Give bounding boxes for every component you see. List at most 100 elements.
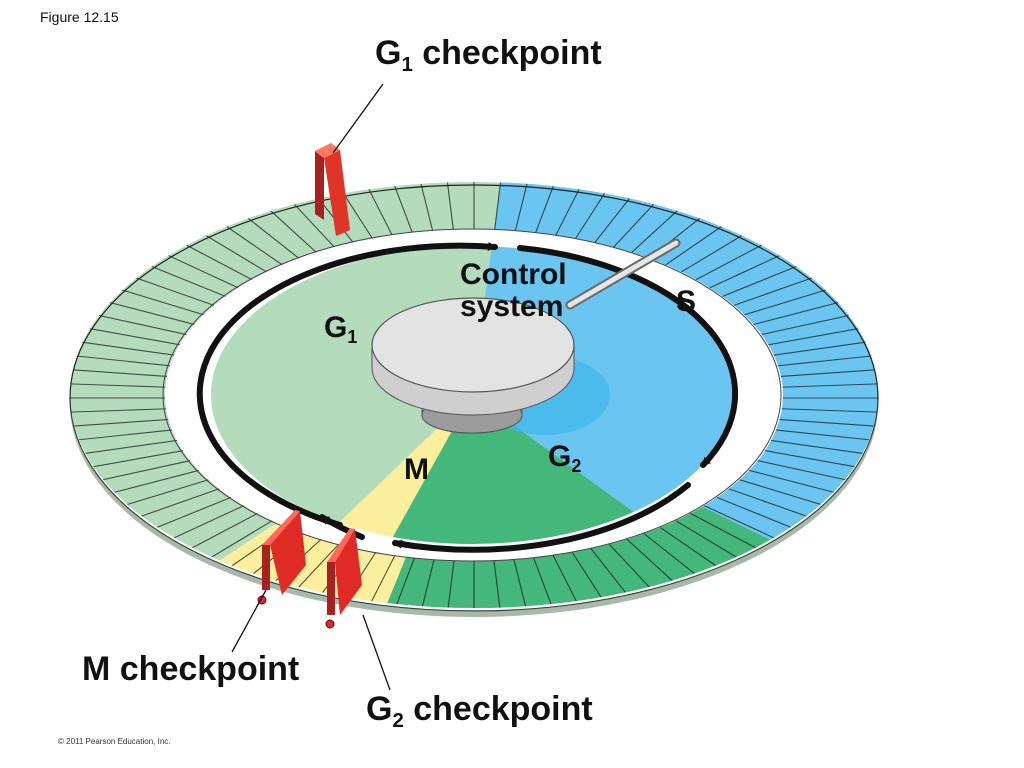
ring-segment-divider — [77, 438, 185, 455]
ring-segment-divider — [118, 288, 215, 319]
ring-segment-divider — [419, 556, 436, 608]
ring-segment-divider — [95, 314, 197, 338]
cycle-arrows — [196, 241, 739, 553]
ring-segment-divider — [132, 276, 225, 310]
ring-segment-divider — [85, 327, 190, 348]
ring-segment-divider — [758, 327, 863, 348]
ring-segment-divider — [531, 554, 555, 608]
ring-segment-divider — [751, 314, 853, 338]
control-system-knob — [371, 238, 681, 434]
ring-segment-divider — [165, 503, 249, 543]
ring-segment-divider — [711, 264, 800, 302]
ring-segment-divider — [70, 407, 175, 413]
ring-segment-divider — [569, 191, 607, 247]
ring-segment-divider — [106, 301, 206, 328]
ring-segment-divider — [85, 448, 190, 469]
ring-segment-divider — [773, 383, 878, 389]
ring-segment-divider — [183, 510, 263, 553]
ring-segment-divider — [623, 208, 680, 260]
ring-segment-divider — [292, 541, 342, 594]
ring-segment-divider — [292, 202, 342, 255]
ring-segment-divider — [699, 253, 783, 293]
m-checkpoint-gate — [257, 510, 306, 605]
ring-segment-divider — [203, 233, 277, 279]
ring-segment-divider — [569, 549, 607, 605]
ring-segment-divider — [493, 182, 502, 239]
ring-segment-divider — [446, 182, 455, 239]
ring-segment-divider — [588, 545, 632, 600]
ring-segment-divider — [70, 383, 175, 389]
g1-checkpoint-leader — [332, 83, 384, 154]
control-system-label: Control system — [460, 258, 567, 323]
phase-g2-label: G2 — [548, 440, 582, 477]
m-checkpoint-label: M checkpoint — [82, 650, 300, 688]
arrow-g2 — [392, 482, 691, 553]
ring-segment-divider — [203, 517, 277, 563]
ring-segment-divider — [685, 510, 765, 553]
ring-segment-divider — [773, 407, 878, 413]
ring-segment-divider — [106, 468, 206, 495]
ring-segment-divider — [606, 202, 656, 255]
ring-segment-divider — [656, 524, 724, 572]
ring-segment-divider — [723, 486, 816, 520]
phase-g1-label: G1 — [324, 311, 358, 348]
ring-segment-divider — [751, 458, 853, 482]
ring-segment-divider — [742, 301, 842, 328]
ring-segment-divider — [268, 208, 325, 260]
phase-s-label: S — [676, 285, 697, 318]
m-checkpoint-leader — [231, 589, 267, 653]
ring-segment-divider — [245, 216, 308, 266]
ring-segment-divider — [623, 536, 680, 588]
ring-segment-divider — [640, 530, 703, 580]
g2-checkpoint-leader — [362, 614, 391, 691]
ring-segment-divider — [771, 368, 878, 378]
ring-segment-divider — [671, 517, 745, 563]
g1-checkpoint-label: G1 checkpoint — [375, 34, 602, 77]
ring-segment-divider — [132, 486, 225, 520]
ring-segment-divider — [393, 184, 417, 242]
ring-segment-divider — [551, 187, 581, 244]
ring-segment-divider — [512, 556, 529, 608]
arrow-m — [319, 514, 365, 540]
ring-segment-divider — [512, 182, 529, 240]
g2-checkpoint-label: G2 checkpoint — [366, 690, 593, 733]
ring-segment-divider — [671, 233, 745, 279]
ring-segment-divider — [699, 503, 783, 543]
ring-segment-divider — [606, 541, 656, 594]
ring-segment-divider — [165, 253, 249, 293]
ring-segment-divider — [70, 368, 177, 378]
ring-segment-divider — [446, 557, 455, 608]
ring-segment-divider — [733, 477, 830, 508]
ring-segment-divider — [588, 196, 632, 251]
sector-m — [300, 395, 472, 545]
ring-segment-divider — [393, 554, 417, 608]
ring-segment-divider — [771, 418, 878, 428]
ring-segment-divider — [763, 341, 871, 358]
ring-segment-divider — [95, 458, 197, 482]
ring-segment-divider — [419, 182, 436, 240]
ring-segment-divider — [367, 552, 397, 608]
ring-segment-divider — [733, 288, 830, 319]
ring-segment-divider — [742, 468, 842, 495]
arrow-s — [517, 245, 739, 468]
inner-ring-edge — [162, 228, 782, 562]
ring-segment-divider — [224, 224, 292, 272]
ring-segment-divider — [71, 428, 180, 442]
ring-segment-divider — [148, 264, 237, 302]
phase-m-label: M — [404, 453, 429, 486]
arrow-g1 — [196, 241, 498, 528]
g1-checkpoint-gate — [315, 143, 350, 236]
copyright-notice: © 2011 Pearson Education, Inc. — [58, 737, 171, 746]
ring-segment-divider — [493, 557, 502, 608]
ring-segment-divider — [367, 187, 397, 244]
ring-segment-divider — [723, 276, 816, 310]
ring-segment-divider — [656, 224, 724, 272]
ring-segment-divider — [763, 438, 871, 455]
g2-checkpoint-gate — [325, 528, 362, 629]
ring-segment-divider — [70, 418, 177, 428]
ring-segment-divider — [341, 191, 379, 247]
figure-label: Figure 12.15 — [40, 9, 119, 25]
ring-segment-divider — [685, 243, 765, 286]
